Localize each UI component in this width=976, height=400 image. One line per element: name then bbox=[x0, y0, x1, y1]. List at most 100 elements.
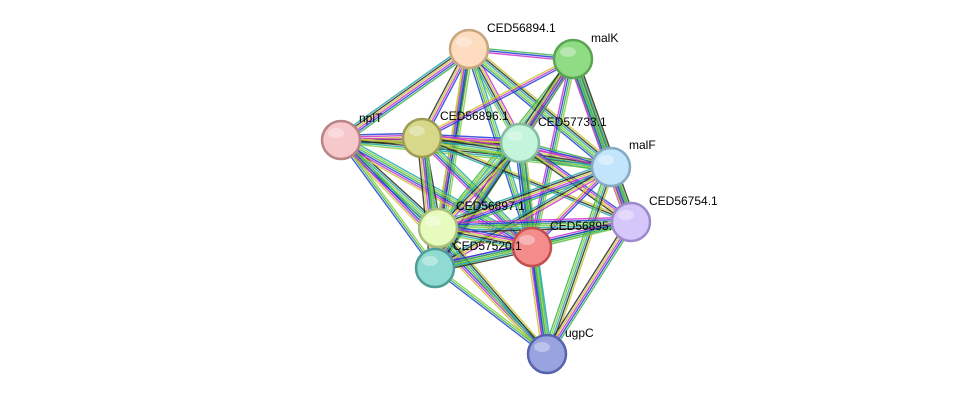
node-CED56896.1[interactable] bbox=[401, 117, 443, 159]
edge-CED56897.1-ugpC[interactable] bbox=[435, 225, 550, 357]
node-label: nplT bbox=[359, 111, 383, 125]
edge-strand bbox=[433, 165, 612, 268]
edge-strand bbox=[418, 137, 433, 269]
node-circle[interactable] bbox=[610, 201, 652, 243]
edge-strand bbox=[434, 142, 521, 269]
edge-strand bbox=[437, 216, 632, 224]
node-highlight bbox=[425, 216, 441, 226]
edge-strand bbox=[544, 220, 631, 354]
edge-strand bbox=[544, 165, 610, 355]
node-circle[interactable] bbox=[448, 28, 490, 70]
edge-strand bbox=[576, 56, 637, 222]
edge-strand bbox=[546, 166, 612, 355]
edge-strand bbox=[338, 45, 469, 139]
edge-strand bbox=[439, 225, 550, 353]
edge-CED56754.1-ugpC[interactable] bbox=[543, 219, 635, 357]
edge-strand bbox=[437, 220, 632, 228]
edge-strand bbox=[567, 59, 628, 225]
node-highlight bbox=[507, 131, 523, 141]
edge-CED57520.1-ugpC[interactable] bbox=[433, 265, 549, 357]
edge-strand bbox=[421, 58, 574, 139]
edge-strand bbox=[437, 167, 613, 230]
edge-malK-CED56896.1[interactable] bbox=[420, 56, 575, 141]
node-highlight bbox=[618, 210, 634, 220]
node-circle[interactable] bbox=[499, 122, 541, 164]
edge-CED56894.1-nplT[interactable] bbox=[337, 44, 473, 145]
node-circle[interactable] bbox=[320, 119, 362, 161]
edge-strand bbox=[338, 140, 435, 270]
edge-strand bbox=[547, 222, 634, 356]
edge-strand bbox=[437, 222, 632, 230]
edge-CED57733.1-CED57520.1[interactable] bbox=[432, 141, 523, 270]
edge-strand bbox=[338, 141, 546, 357]
node-highlight bbox=[560, 47, 576, 57]
nodes-layer bbox=[320, 28, 652, 375]
edge-strand bbox=[434, 167, 613, 270]
node-highlight bbox=[598, 155, 614, 165]
node-circle[interactable] bbox=[590, 146, 632, 188]
edge-strand bbox=[466, 50, 610, 170]
node-label: CED57520.1 bbox=[453, 239, 522, 253]
edge-strand bbox=[432, 141, 520, 268]
node-CED56897.1[interactable] bbox=[417, 207, 459, 249]
node-CED56894.1[interactable] bbox=[448, 28, 490, 70]
edge-strand bbox=[542, 165, 609, 354]
node-CED56895.1[interactable] bbox=[511, 226, 553, 268]
node-malF[interactable] bbox=[590, 146, 632, 188]
node-circle[interactable] bbox=[511, 226, 553, 268]
edge-strand bbox=[435, 229, 546, 357]
edge-strand bbox=[422, 59, 575, 141]
node-CED56754.1[interactable] bbox=[610, 201, 652, 243]
node-circle[interactable] bbox=[401, 117, 443, 159]
node-label: CED56895. bbox=[550, 219, 612, 233]
node-label: CED56754.1 bbox=[649, 194, 718, 208]
edge-strand bbox=[416, 137, 431, 270]
edge-strand bbox=[433, 268, 547, 357]
node-CED57520.1[interactable] bbox=[414, 247, 456, 289]
node-ugpC[interactable] bbox=[526, 333, 568, 375]
edge-strand bbox=[573, 57, 633, 223]
node-highlight bbox=[328, 128, 344, 138]
node-circle[interactable] bbox=[526, 333, 568, 375]
labels-layer: CED56894.1 malK nplT CED56896.1 CED57733.1 ma… bbox=[359, 21, 718, 340]
edge-strand bbox=[339, 139, 548, 356]
edge-strand bbox=[420, 56, 573, 138]
edge-strand bbox=[574, 57, 635, 222]
node-CED57733.1[interactable] bbox=[499, 122, 541, 164]
edge-malK-CED56754.1[interactable] bbox=[567, 56, 637, 225]
node-highlight bbox=[534, 342, 550, 352]
edge-strand bbox=[436, 163, 611, 227]
edge-strand bbox=[549, 223, 635, 357]
node-label: CED57733.1 bbox=[538, 115, 607, 129]
node-highlight bbox=[409, 126, 425, 136]
edge-strand bbox=[438, 226, 549, 355]
edge-strand bbox=[341, 50, 472, 144]
edge-strand bbox=[436, 165, 612, 228]
edge-strand bbox=[548, 166, 614, 356]
edge-strand bbox=[432, 163, 611, 267]
edge-CED56896.1-CED57520.1[interactable] bbox=[416, 136, 441, 270]
node-label: CED56894.1 bbox=[487, 21, 556, 35]
node-label: malK bbox=[591, 31, 618, 45]
node-highlight bbox=[456, 37, 472, 47]
edge-strand bbox=[435, 265, 549, 354]
node-label: ugpC bbox=[565, 326, 594, 340]
edge-strand bbox=[436, 227, 547, 356]
node-highlight bbox=[422, 256, 438, 266]
node-malK[interactable] bbox=[552, 38, 594, 80]
node-circle[interactable] bbox=[417, 207, 459, 249]
edge-strand bbox=[339, 47, 470, 140]
node-label: CED56896.1 bbox=[440, 109, 509, 123]
edge-strand bbox=[435, 161, 611, 225]
node-circle[interactable] bbox=[552, 38, 594, 80]
edge-strand bbox=[543, 219, 629, 353]
node-nplT[interactable] bbox=[320, 119, 362, 161]
edge-strand bbox=[343, 52, 473, 145]
node-circle[interactable] bbox=[414, 247, 456, 289]
edge-strand bbox=[437, 218, 632, 226]
node-label: malF bbox=[629, 138, 656, 152]
edge-strand bbox=[569, 59, 630, 224]
edge-malF-CED56897.1[interactable] bbox=[435, 161, 614, 234]
edge-strand bbox=[435, 143, 523, 270]
